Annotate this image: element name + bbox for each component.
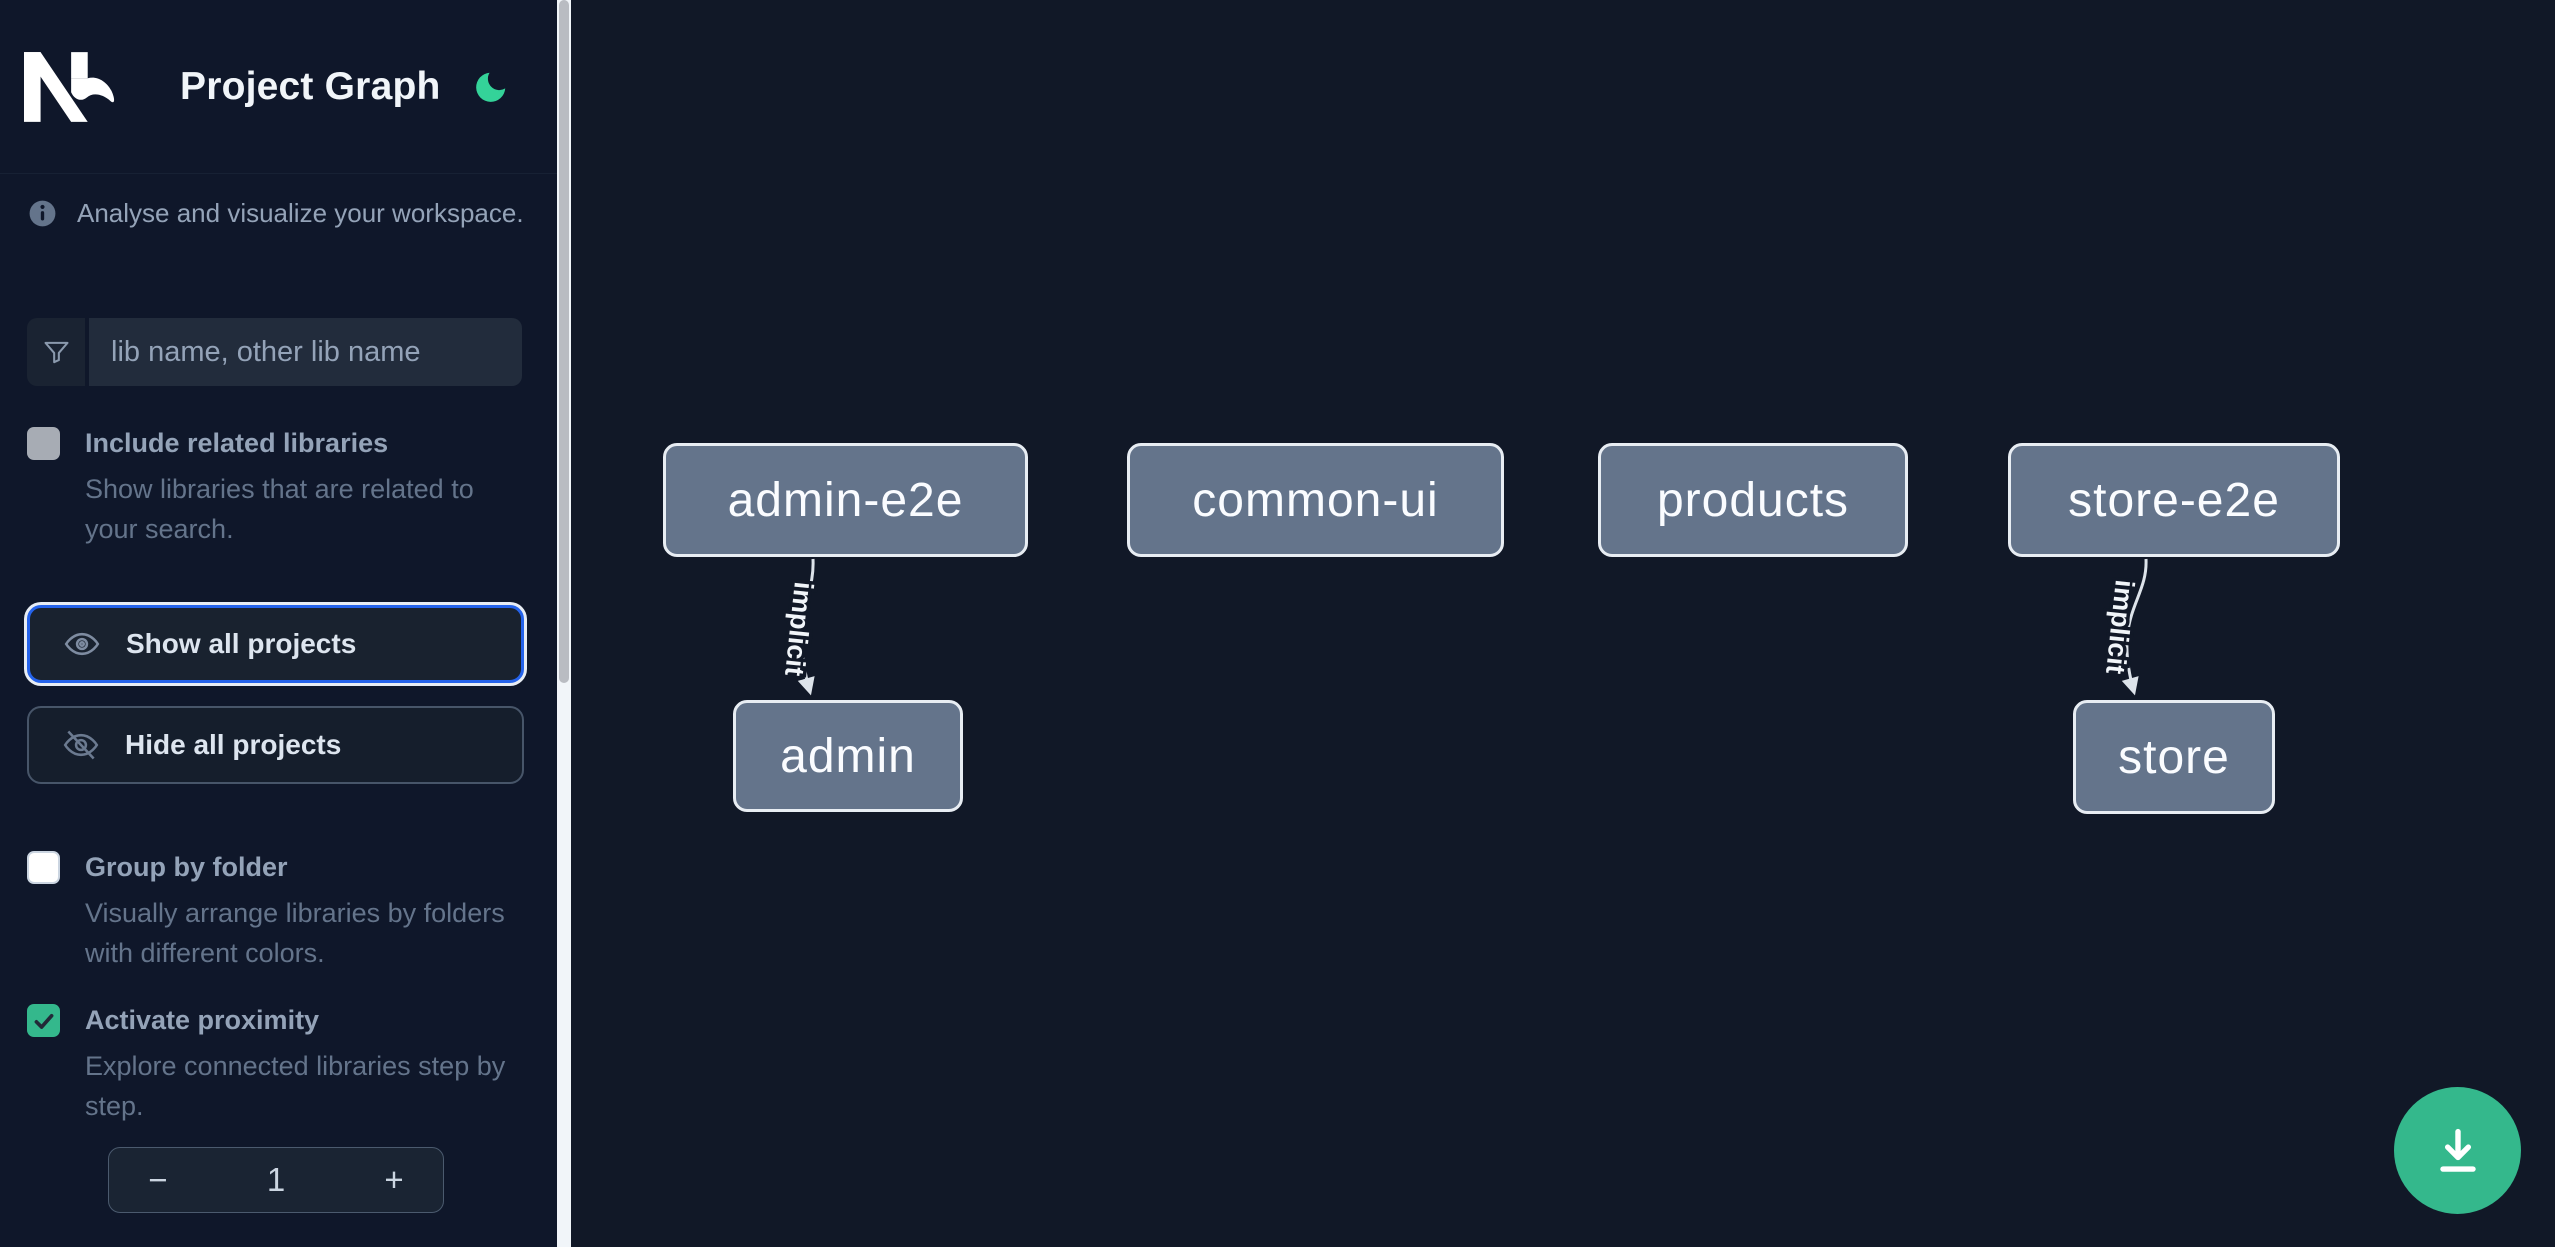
checkbox-activate-proximity[interactable] bbox=[27, 1004, 60, 1037]
info-icon bbox=[29, 200, 56, 227]
download-button[interactable] bbox=[2394, 1087, 2521, 1214]
graph-edge-admin-e2e-admin[interactable] bbox=[797, 558, 815, 696]
show-all-projects-label: Show all projects bbox=[126, 628, 357, 659]
nx-logo-icon bbox=[24, 51, 115, 122]
graph-node-common-ui[interactable]: common-ui bbox=[1127, 443, 1504, 557]
sidebar-scrollbar[interactable] bbox=[557, 0, 571, 1247]
scrollbar-thumb[interactable] bbox=[559, 0, 569, 683]
sidebar: Project Graph Analyse and visualize your… bbox=[0, 0, 557, 1247]
edge-label: implicit bbox=[779, 580, 819, 677]
page-title: Project Graph bbox=[180, 64, 441, 108]
eye-off-icon bbox=[63, 730, 99, 760]
option-description: Visually arrange libraries by folders wi… bbox=[85, 898, 505, 968]
option-text: Group by folder Visually arrange librari… bbox=[85, 850, 527, 973]
graph-node-admin[interactable]: admin bbox=[733, 700, 963, 812]
option-label: Activate proximity bbox=[85, 1005, 320, 1035]
filter-input[interactable] bbox=[89, 318, 522, 386]
graph-node-admin-e2e[interactable]: admin-e2e bbox=[663, 443, 1028, 557]
moon-icon bbox=[476, 72, 506, 102]
option-activate-proximity: Activate proximity Explore connected lib… bbox=[27, 1003, 527, 1126]
option-label: Group by folder bbox=[85, 852, 288, 882]
theme-toggle-button[interactable] bbox=[469, 65, 513, 109]
checkbox-include-related-libraries[interactable] bbox=[27, 427, 60, 460]
hide-all-projects-label: Hide all projects bbox=[125, 729, 342, 760]
hide-all-projects-button[interactable]: Hide all projects bbox=[27, 706, 524, 784]
option-text: Activate proximity Explore connected lib… bbox=[85, 1003, 527, 1126]
stepper-increment-button[interactable]: + bbox=[345, 1148, 443, 1212]
edge-label: implicit bbox=[2100, 578, 2140, 675]
option-description: Explore connected libraries step by step… bbox=[85, 1051, 506, 1121]
show-all-projects-button[interactable]: Show all projects bbox=[27, 605, 524, 683]
graph-canvas[interactable]: implicit implicit admin-e2e common-ui produc… bbox=[571, 0, 2555, 1247]
download-icon bbox=[2439, 1128, 2476, 1172]
stepper-value: 1 bbox=[266, 1161, 286, 1198]
eye-icon bbox=[64, 632, 100, 656]
option-include-related-libraries: Include related libraries Show libraries… bbox=[27, 426, 527, 549]
graph-edges-svg: implicit implicit bbox=[776, 558, 2148, 696]
checkbox-checked-icon bbox=[34, 1013, 53, 1029]
option-group-by-folder: Group by folder Visually arrange librari… bbox=[27, 850, 527, 973]
option-description: Show libraries that are related to your … bbox=[85, 474, 474, 544]
workspace-tagline: Analyse and visualize your workspace. bbox=[27, 198, 524, 229]
filter-bar bbox=[27, 318, 522, 386]
option-text: Include related libraries Show libraries… bbox=[85, 426, 527, 549]
funnel-icon bbox=[27, 318, 89, 386]
graph-edge-store-e2e-store[interactable] bbox=[2121, 558, 2148, 696]
graph-node-products[interactable]: products bbox=[1598, 443, 1908, 557]
sidebar-header: Project Graph bbox=[0, 0, 557, 174]
stepper-decrement-button[interactable]: − bbox=[109, 1148, 207, 1212]
checkbox-group-by-folder[interactable] bbox=[27, 851, 60, 884]
graph-node-store-e2e[interactable]: store-e2e bbox=[2008, 443, 2340, 557]
tagline-text: Analyse and visualize your workspace. bbox=[77, 198, 524, 228]
option-label: Include related libraries bbox=[85, 428, 389, 458]
proximity-stepper: − 1 + bbox=[108, 1147, 444, 1213]
graph-node-store[interactable]: store bbox=[2073, 700, 2275, 814]
